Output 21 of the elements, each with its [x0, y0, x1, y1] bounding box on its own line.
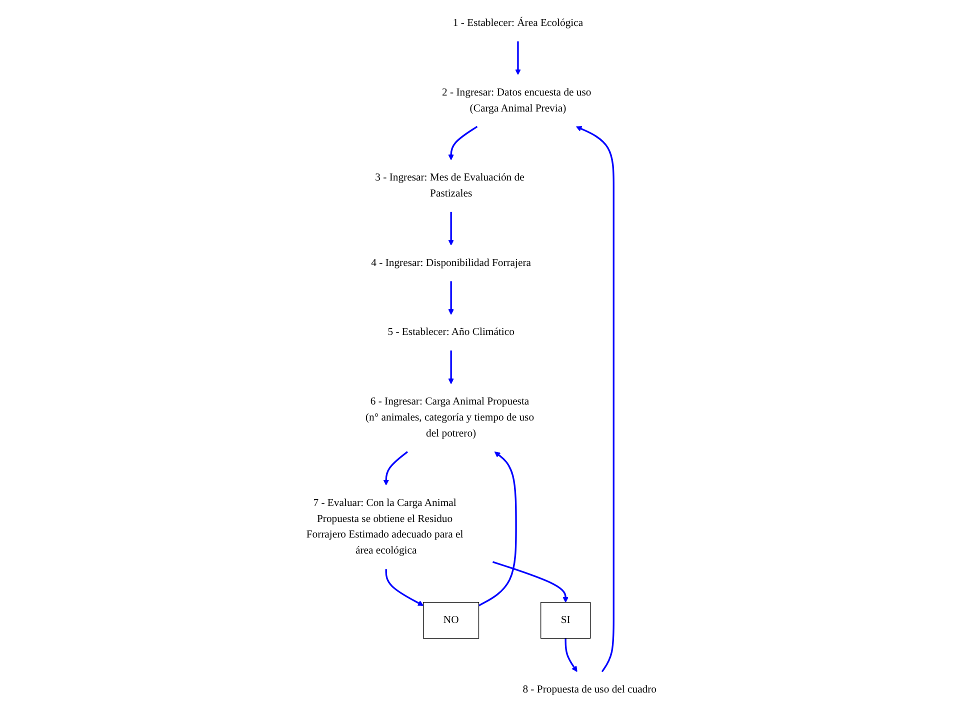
node-text: 3 - Ingresar: Mes de Evaluación de Pastizales	[375, 172, 524, 200]
arrow	[383, 451, 408, 486]
node-text: 8 - Propuesta de uso del cuadro	[522, 684, 657, 696]
node-text: 2 - Ingresar: Datos encuesta de uso (Carga Animal Previa)	[442, 86, 592, 114]
arrow	[564, 638, 578, 672]
node-text: 1 - Establecer: Área Ecológica	[452, 17, 584, 29]
node-text: 7 - Evaluar: Con la Carga Animal Propuesta se obtiene el Residuo Forrajero Estimado adecuado para el área ecológica	[306, 497, 464, 556]
node-box: SI	[540, 602, 591, 639]
node-text: 4 - Ingresar: Disponibilidad Forrajera	[371, 257, 532, 269]
arrow	[448, 281, 454, 315]
arrow	[448, 350, 454, 384]
arrow	[492, 561, 568, 603]
arrow	[448, 126, 478, 160]
node-text: 6 - Ingresar: Carga Animal Propuesta (n° animales, categoría y tiempo de uso del potrero)	[365, 396, 534, 440]
arrow	[385, 569, 424, 606]
arrow	[448, 212, 454, 246]
arrow	[515, 41, 521, 75]
arrow	[478, 452, 517, 606]
arrow	[576, 126, 614, 672]
node-box: NO	[423, 602, 480, 639]
node-text: 5 - Establecer: Año Climático	[388, 326, 514, 338]
